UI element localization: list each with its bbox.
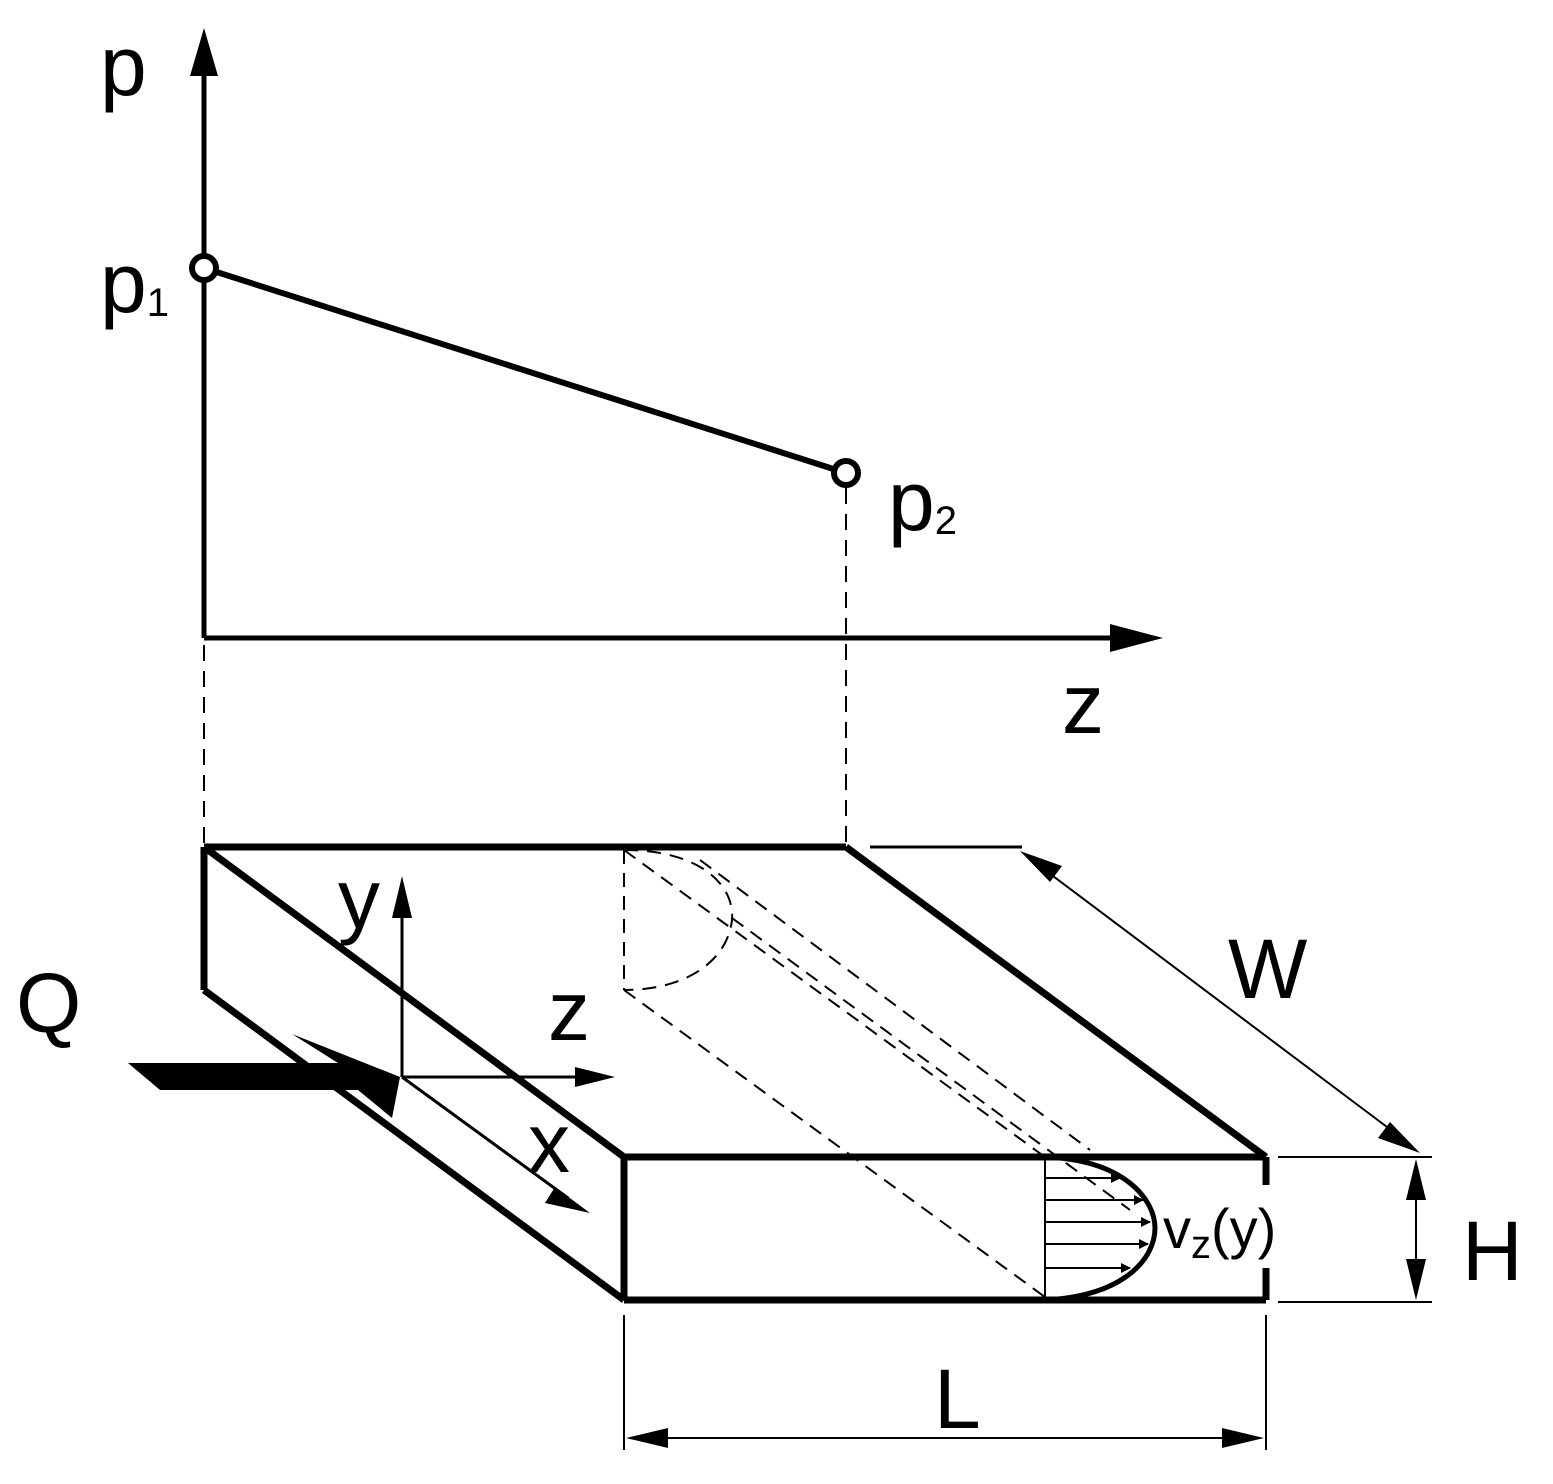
pressure-line xyxy=(203,265,847,476)
p1-subscript: 1 xyxy=(147,281,169,325)
hidden-line-1 xyxy=(623,849,1046,1158)
velocity-label-suffix: (y) xyxy=(1211,1197,1276,1260)
length-dimension: L xyxy=(623,1315,1267,1450)
width-dimension-line xyxy=(1044,869,1396,1134)
height-label: H xyxy=(1462,1204,1523,1298)
width-label: W xyxy=(1228,922,1307,1016)
x-axis-label: x xyxy=(528,1096,570,1190)
width-arrowhead-top xyxy=(1020,851,1062,882)
bottom-left-diagonal xyxy=(201,987,627,1303)
velocity-label-subscript: z xyxy=(1191,1223,1211,1267)
p-axis-arrowhead xyxy=(190,28,218,76)
pressure-plot: p z p1 p2 xyxy=(100,19,1163,845)
p2-label: p2 xyxy=(888,454,957,548)
z-axis-label: z xyxy=(1062,657,1104,751)
coordinate-axes: y z x xyxy=(338,852,615,1213)
p1-base: p xyxy=(100,236,147,330)
length-arrowhead-left xyxy=(626,1428,668,1448)
velocity-label-base: v xyxy=(1163,1197,1191,1260)
z-axis-local-label: z xyxy=(548,964,590,1058)
p1-marker xyxy=(189,253,219,283)
channel-box xyxy=(200,843,1270,1304)
height-arrowhead-top xyxy=(1406,1159,1426,1200)
height-arrowhead-bottom xyxy=(1406,1259,1426,1300)
y-axis-arrowhead xyxy=(392,876,412,918)
p-axis-label: p xyxy=(100,19,147,113)
height-dimension: H xyxy=(1278,1156,1523,1303)
z-axis-local-arrowhead xyxy=(575,1067,615,1087)
width-arrowhead-bottom xyxy=(1378,1122,1420,1153)
profile-parabola xyxy=(1044,1154,1158,1303)
hidden-line-4 xyxy=(623,989,1046,1298)
p2-subscript: 2 xyxy=(935,499,957,543)
flow-arrow: Q xyxy=(16,956,400,1118)
hidden-line-2 xyxy=(699,859,1091,1151)
flow-label: Q xyxy=(16,956,81,1050)
p1-label: p1 xyxy=(100,236,169,330)
velocity-profile: vz(y) xyxy=(1044,1154,1276,1303)
top-left-diagonal xyxy=(201,844,627,1160)
top-right-diagonal xyxy=(843,844,1269,1160)
length-arrowhead-right xyxy=(1222,1428,1264,1448)
p2-marker xyxy=(831,458,861,488)
length-label: L xyxy=(934,1352,981,1446)
y-axis-label: y xyxy=(338,852,380,946)
velocity-label: vz(y) xyxy=(1163,1197,1276,1267)
width-dimension: W xyxy=(1020,851,1420,1153)
hidden-profile-curve xyxy=(623,849,734,991)
hidden-line-3 xyxy=(731,917,1131,1211)
x-axis xyxy=(401,1075,569,1200)
p2-base: p xyxy=(888,454,935,548)
z-axis-arrowhead xyxy=(1110,624,1163,652)
x-axis-arrowhead xyxy=(545,1187,590,1213)
flow-arrow-shape xyxy=(128,1034,400,1118)
